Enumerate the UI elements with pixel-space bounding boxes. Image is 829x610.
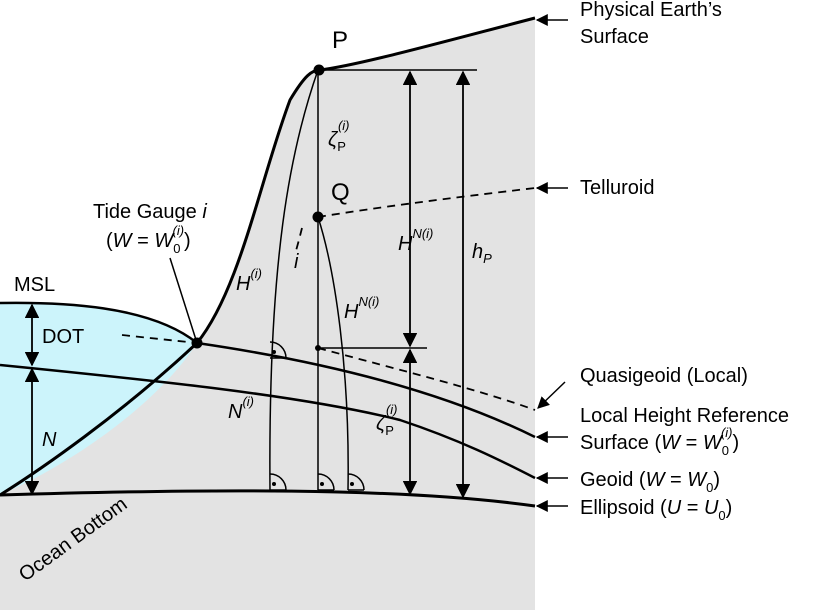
- msl-label: MSL: [14, 274, 55, 296]
- right-angle-ellipsoid-1: [269, 473, 287, 491]
- plumb-line-hi: [269, 69, 319, 491]
- local-height-reference-line: [196, 341, 536, 439]
- telluroid-label: Telluroid: [580, 177, 654, 199]
- n-label: N: [42, 429, 57, 451]
- h-p-symbol: hP: [472, 241, 492, 266]
- geoid-label: Geoid (W = W0): [580, 469, 720, 495]
- right-angle-ellipsoid-2: [317, 473, 335, 491]
- point-q-label: Q: [331, 179, 350, 206]
- tide-gauge-label-line1: Tide Gauge i: [93, 201, 207, 223]
- geoid-line: [0, 363, 536, 480]
- point-q-dot: [312, 211, 324, 223]
- i-mark: i: [294, 251, 299, 273]
- physical-surface-label-line1: Physical Earth’s: [580, 0, 722, 21]
- tide-gauge-label-line2: (W = W0(i)): [106, 223, 191, 256]
- ellipsoid-label: Ellipsoid (U = U0): [580, 497, 732, 523]
- n-i-symbol: N(i): [228, 394, 254, 423]
- land-region: [0, 18, 535, 610]
- lhrs-label-line2: Surface (W = W0(i)): [580, 425, 739, 458]
- point-p-label: P: [332, 27, 348, 54]
- zeta-top-symbol: ζP(i): [328, 118, 350, 154]
- zeta-bottom-symbol: ζP(i): [376, 402, 398, 438]
- physical-surface-line: [0, 16, 536, 497]
- telluroid-line: [317, 187, 536, 218]
- h-ni-center-symbol: HN(i): [344, 294, 379, 323]
- right-angle-ellipsoid-3: [347, 473, 365, 491]
- right-angle-lhrs: [269, 341, 287, 359]
- leader-quasigeoid: [537, 381, 566, 409]
- h-i-symbol: H(i): [236, 266, 262, 295]
- lhrs-label-line1: Local Height Reference: [580, 405, 789, 427]
- h-ni-right-symbol: HN(i): [398, 226, 433, 255]
- point-p-dot: [313, 64, 325, 76]
- msl-line: [0, 301, 198, 344]
- dot-label: DOT: [42, 326, 84, 348]
- quasigeoid-point-dot: [315, 345, 321, 351]
- ocean-region: [0, 302, 197, 495]
- telluroid-left-dash: [294, 227, 303, 255]
- physical-surface-label-line2: Surface: [580, 26, 649, 48]
- tide-gauge-leader: [169, 257, 198, 344]
- plumb-line-q: [317, 216, 349, 491]
- ellipsoid-line: [0, 489, 536, 508]
- quasigeoid-line: [121, 334, 536, 411]
- quasigeoid-label: Quasigeoid (Local): [580, 365, 748, 387]
